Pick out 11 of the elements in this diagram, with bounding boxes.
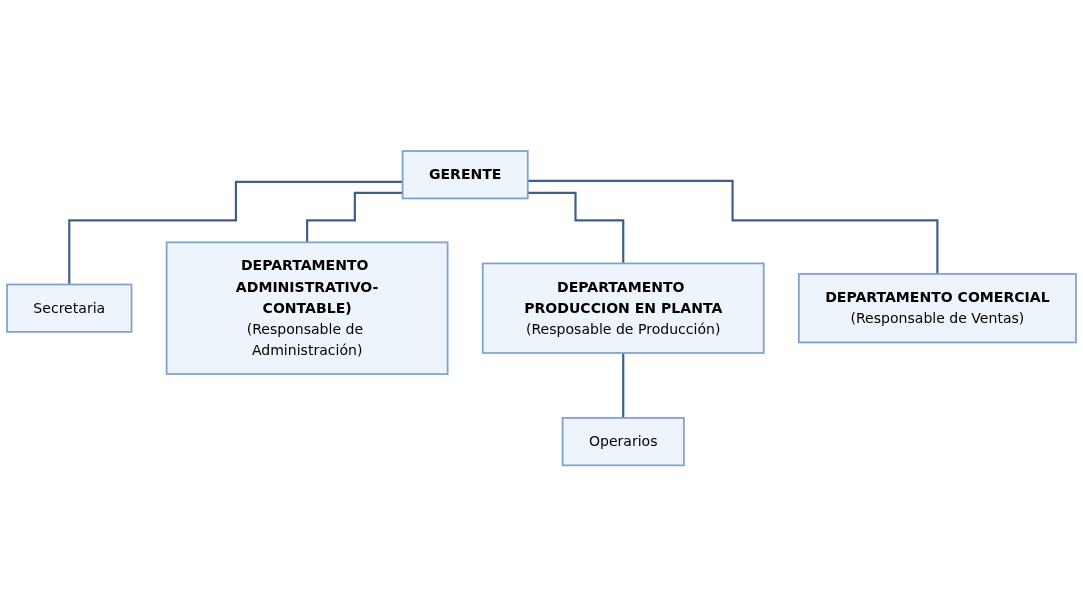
node-box: Operarios <box>561 416 685 467</box>
connector <box>527 191 625 265</box>
node-box: GERENTE <box>401 149 529 200</box>
node-box: DEPARTAMENTO PRODUCCION EN PLANTA (Resposable de Producción) <box>481 262 765 354</box>
connector <box>622 351 625 419</box>
node-box: Secretaria <box>6 283 133 333</box>
connector <box>306 191 403 244</box>
connector <box>68 180 403 286</box>
node-box: DEPARTAMENTO ADMINISTRATIVO-CONTABLE) (Responsable de Administración) <box>165 241 449 375</box>
connector <box>527 179 939 275</box>
node-box: DEPARTAMENTO COMERCIAL (Responsable de Ventas) <box>797 272 1077 344</box>
